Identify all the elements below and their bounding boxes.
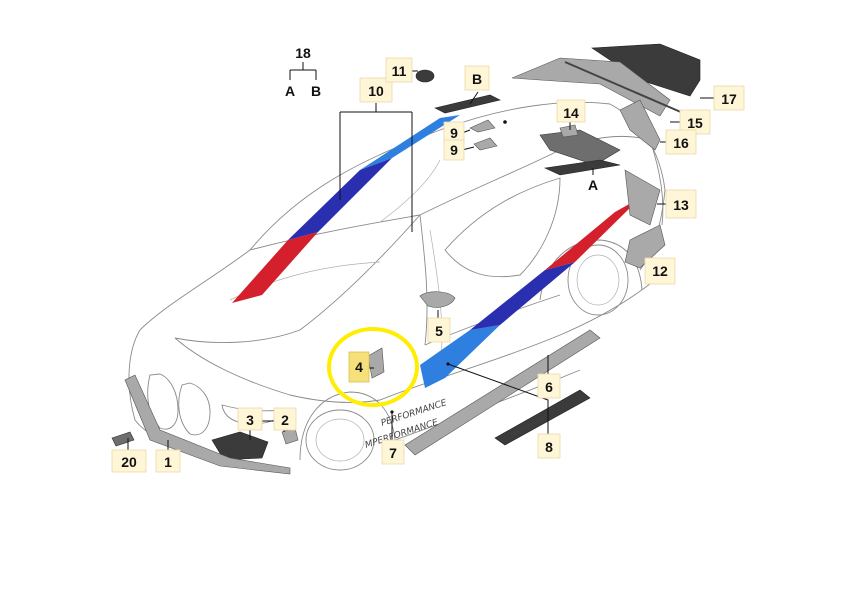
callout-7: 7 — [381, 439, 405, 465]
part-15-wing-strip — [564, 61, 691, 117]
callout-17: 17 — [713, 85, 745, 111]
callout-1: 1 — [155, 449, 181, 473]
side-stripe-dark-blue — [470, 262, 575, 330]
callout-B-car: B — [464, 65, 490, 91]
part-A-rear-strip — [543, 159, 621, 176]
part-14-mount — [559, 124, 579, 138]
svg-text:13: 13 — [673, 197, 689, 213]
part-5-mirror-cap — [419, 291, 456, 308]
callout-B-top: B — [311, 83, 321, 99]
callout-5: 5 — [427, 317, 451, 343]
callout-13: 13 — [665, 189, 697, 219]
svg-text:11: 11 — [392, 63, 407, 79]
svg-text:5: 5 — [435, 323, 443, 339]
highlight-circle — [327, 327, 419, 407]
svg-text:16: 16 — [673, 135, 689, 151]
part-15-wing-blade — [511, 57, 671, 117]
svg-text:17: 17 — [721, 91, 737, 107]
m-stripe-side — [420, 198, 640, 388]
callout-18: 18 — [295, 45, 311, 61]
callout-2: 2 — [273, 407, 297, 431]
callout-3: 3 — [237, 407, 263, 431]
svg-text:9: 9 — [450, 125, 458, 141]
svg-text:B: B — [311, 83, 321, 99]
callout-16: 16 — [665, 129, 697, 155]
svg-text:4: 4 — [355, 359, 363, 375]
part-9-trim-lower — [473, 137, 498, 151]
callout-12: 12 — [644, 257, 676, 285]
svg-text:7: 7 — [389, 445, 397, 461]
part-9-trim-upper — [469, 119, 496, 133]
svg-text:3: 3 — [246, 412, 254, 428]
part-8-door-sill-plate — [494, 389, 591, 446]
hood-stripe-red — [232, 232, 318, 303]
side-stripe-light-blue — [420, 325, 500, 388]
leader-lines — [127, 62, 715, 455]
part-12-rear-diffuser — [624, 224, 666, 269]
hood-stripe-light-blue — [360, 115, 460, 170]
callout-14: 14 — [556, 99, 586, 123]
callout-20: 20 — [111, 449, 147, 473]
part-1-front-splitter — [124, 374, 291, 475]
part-11-antenna-cover — [415, 69, 435, 83]
svg-text:8: 8 — [545, 439, 553, 455]
svg-text:A: A — [285, 83, 295, 99]
part-13-rear-bumper-trim — [624, 169, 661, 226]
callout-9b: 9 — [443, 139, 465, 161]
callout-8: 8 — [537, 433, 561, 459]
callout-A-car: A — [588, 177, 598, 193]
part-6-side-skirt — [404, 329, 601, 456]
callout-11: 11 — [385, 57, 413, 83]
side-stripe-red — [545, 198, 640, 270]
part-20-bracket — [111, 431, 135, 447]
part-4-fender-badge — [367, 347, 385, 379]
callout-A-top: A — [285, 83, 295, 99]
part-B-roof-spoiler — [434, 94, 501, 114]
svg-text:10: 10 — [368, 83, 384, 99]
svg-text:15: 15 — [687, 115, 703, 131]
svg-text:2: 2 — [281, 412, 289, 428]
svg-text:9: 9 — [450, 142, 458, 158]
svg-text:12: 12 — [652, 263, 668, 279]
svg-text:A: A — [588, 177, 598, 193]
svg-text:18: 18 — [295, 45, 311, 61]
svg-text:14: 14 — [563, 105, 579, 121]
part-16-wing-stand — [619, 99, 661, 151]
callout-6: 6 — [537, 373, 561, 399]
svg-text:B: B — [472, 71, 482, 87]
svg-text:6: 6 — [545, 379, 553, 395]
svg-text:1: 1 — [164, 454, 172, 470]
svg-text:20: 20 — [121, 454, 137, 470]
part-14-trunk-lip — [539, 129, 621, 166]
callout-4: 4 — [348, 351, 370, 383]
